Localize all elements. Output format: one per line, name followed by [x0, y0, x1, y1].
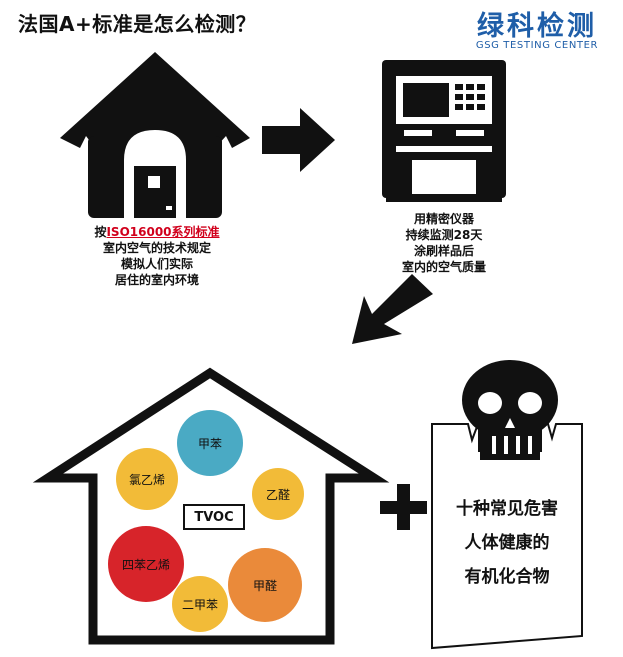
arrow-down-left-icon — [352, 274, 433, 344]
compound-label: 甲苯 — [197, 436, 222, 451]
brand-logo-en: GSG TESTING CENTER — [475, 40, 599, 51]
compound-circle-toluene: 甲苯 — [177, 410, 243, 476]
step2-line: 涂刷样品后 — [413, 244, 474, 258]
warning-line: 十种常见危害 — [456, 499, 558, 519]
warning-line: 有机化合物 — [464, 567, 550, 587]
compound-circle-acetaldehyde: 乙醛 — [252, 468, 304, 520]
page-title: 法国A+标准是怎么检测？ — [18, 12, 257, 36]
step1-line: 室内空气的技术规定 — [102, 241, 211, 255]
hut-icon — [60, 52, 250, 218]
compound-circle-xylene: 二甲苯 — [172, 576, 228, 632]
warning-line: 人体健康的 — [464, 533, 550, 553]
tvoc-label: TVOC — [183, 504, 245, 530]
step2-line: 用精密仪器 — [413, 212, 474, 226]
step2-line: 持续监测28天 — [405, 228, 483, 242]
step2-line: 室内的空气质量 — [401, 260, 486, 274]
compound-label: 二甲苯 — [181, 597, 218, 612]
brand-logo-cn: 绿科检测 — [477, 11, 597, 42]
iso-standard-highlight: ISO16000系列标准 — [106, 225, 220, 239]
compound-label: 乙醛 — [265, 487, 290, 502]
arrow-right-icon — [262, 108, 335, 172]
compound-label: 四苯乙烯 — [121, 557, 170, 572]
compound-label: 氯乙烯 — [128, 472, 165, 487]
instrument-icon — [382, 60, 506, 202]
compound-circle-formaldehyde: 甲醛 — [228, 548, 302, 622]
step2-description: 用精密仪器 持续监测28天 涂刷样品后 室内的空气质量 — [374, 211, 514, 275]
compound-circle-tetraphenylethylene: 四苯乙烯 — [108, 526, 184, 602]
step1-description: 按ISO16000系列标准 室内空气的技术规定 模拟人们实际 居住的室内环境 — [72, 224, 242, 288]
compound-circle-vinyl-chloride: 氯乙烯 — [116, 448, 178, 510]
compound-label: 甲醛 — [252, 578, 277, 593]
skull-icon — [462, 360, 558, 460]
step1-line: 模拟人们实际 — [120, 257, 193, 271]
plus-icon — [380, 484, 427, 530]
step1-prefix: 按 — [94, 225, 107, 239]
warning-text: 十种常见危害 人体健康的 有机化合物 — [432, 492, 582, 594]
warning-panel — [431, 423, 583, 650]
step1-line: 居住的室内环境 — [114, 273, 199, 287]
